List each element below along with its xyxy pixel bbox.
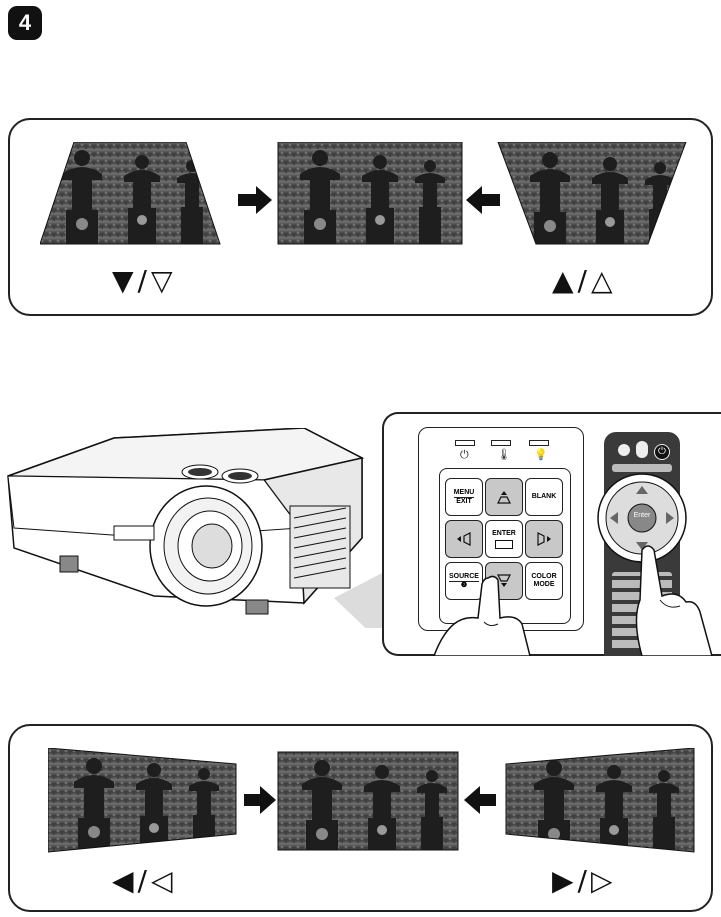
exit-label: EXIT <box>456 498 472 506</box>
enter-icon <box>495 540 513 549</box>
keystone-right-icon <box>535 532 553 546</box>
horizontal-keystone-images <box>48 748 698 854</box>
step-badge: 4 <box>8 6 42 40</box>
keystone-image-bottom-wide <box>40 142 220 250</box>
keystone-image-left-tall <box>48 748 236 854</box>
label-slash: / <box>138 864 147 897</box>
blank-button[interactable]: BLANK <box>525 478 563 516</box>
hand-pressing-remote <box>622 540 721 656</box>
triangle-left-outline-icon: ◁ <box>151 864 173 897</box>
arrow-left-icon <box>464 786 496 814</box>
keystone-image-right-tall <box>506 748 694 854</box>
remote-enter-label: Enter <box>628 512 656 519</box>
lamp-led <box>529 440 549 446</box>
keystone-image-top-wide <box>498 142 686 252</box>
triangle-down-outline-icon: ▽ <box>151 264 173 297</box>
keystone-right-button[interactable] <box>525 520 563 558</box>
keystone-right-label: ▶ / ▷ <box>552 864 613 897</box>
keystone-up-button[interactable] <box>485 478 523 516</box>
keystone-up-label: ▲ / △ <box>552 264 613 297</box>
menu-exit-button[interactable]: MENU EXIT <box>445 478 483 516</box>
power-led <box>455 440 475 446</box>
temp-led <box>491 440 511 446</box>
keystone-left-icon <box>455 532 473 546</box>
keystone-up-icon <box>496 489 512 505</box>
enter-button[interactable]: ENTER <box>485 520 523 558</box>
power-icon: ⏻ <box>460 448 469 462</box>
triangle-right-outline-icon: ▷ <box>591 864 613 897</box>
remote-button-a[interactable] <box>618 444 630 456</box>
keystone-image-corrected-horizontal <box>278 752 458 854</box>
arrow-right-icon <box>244 786 276 814</box>
thermometer-icon: 🌡 <box>497 448 511 461</box>
lens <box>150 486 262 606</box>
arrow-left-icon <box>466 186 500 214</box>
lamp-icon: 💡 <box>534 448 548 461</box>
blank-label: BLANK <box>532 493 557 501</box>
triangle-up-solid-icon: ▲ <box>552 264 574 297</box>
hand-pressing-keypad <box>424 574 534 656</box>
keystone-down-label: ▼ / ▽ <box>112 264 173 297</box>
triangle-right-solid-icon: ▶ <box>552 864 574 897</box>
keystone-left-label: ◀ / ◁ <box>112 864 173 897</box>
enter-label: ENTER <box>492 530 516 538</box>
vertical-keystone-images <box>40 142 690 262</box>
triangle-up-outline-icon: △ <box>591 264 613 297</box>
label-slash: / <box>578 864 587 897</box>
keystone-image-corrected <box>278 142 462 250</box>
triangle-down-solid-icon: ▼ <box>112 264 134 297</box>
remote-button-row[interactable] <box>612 464 672 472</box>
label-slash: / <box>138 264 147 297</box>
triangle-left-solid-icon: ◀ <box>112 864 134 897</box>
remote-button-b[interactable] <box>636 441 648 458</box>
arrow-right-icon <box>238 186 272 214</box>
remote-power-icon[interactable]: ⏻ <box>654 444 670 460</box>
mode-label: MODE <box>534 581 555 589</box>
label-slash: / <box>578 264 587 297</box>
keystone-left-button[interactable] <box>445 520 483 558</box>
projector-illustration <box>4 428 394 628</box>
color-label: COLOR <box>531 573 556 581</box>
menu-label: MENU <box>454 489 475 498</box>
